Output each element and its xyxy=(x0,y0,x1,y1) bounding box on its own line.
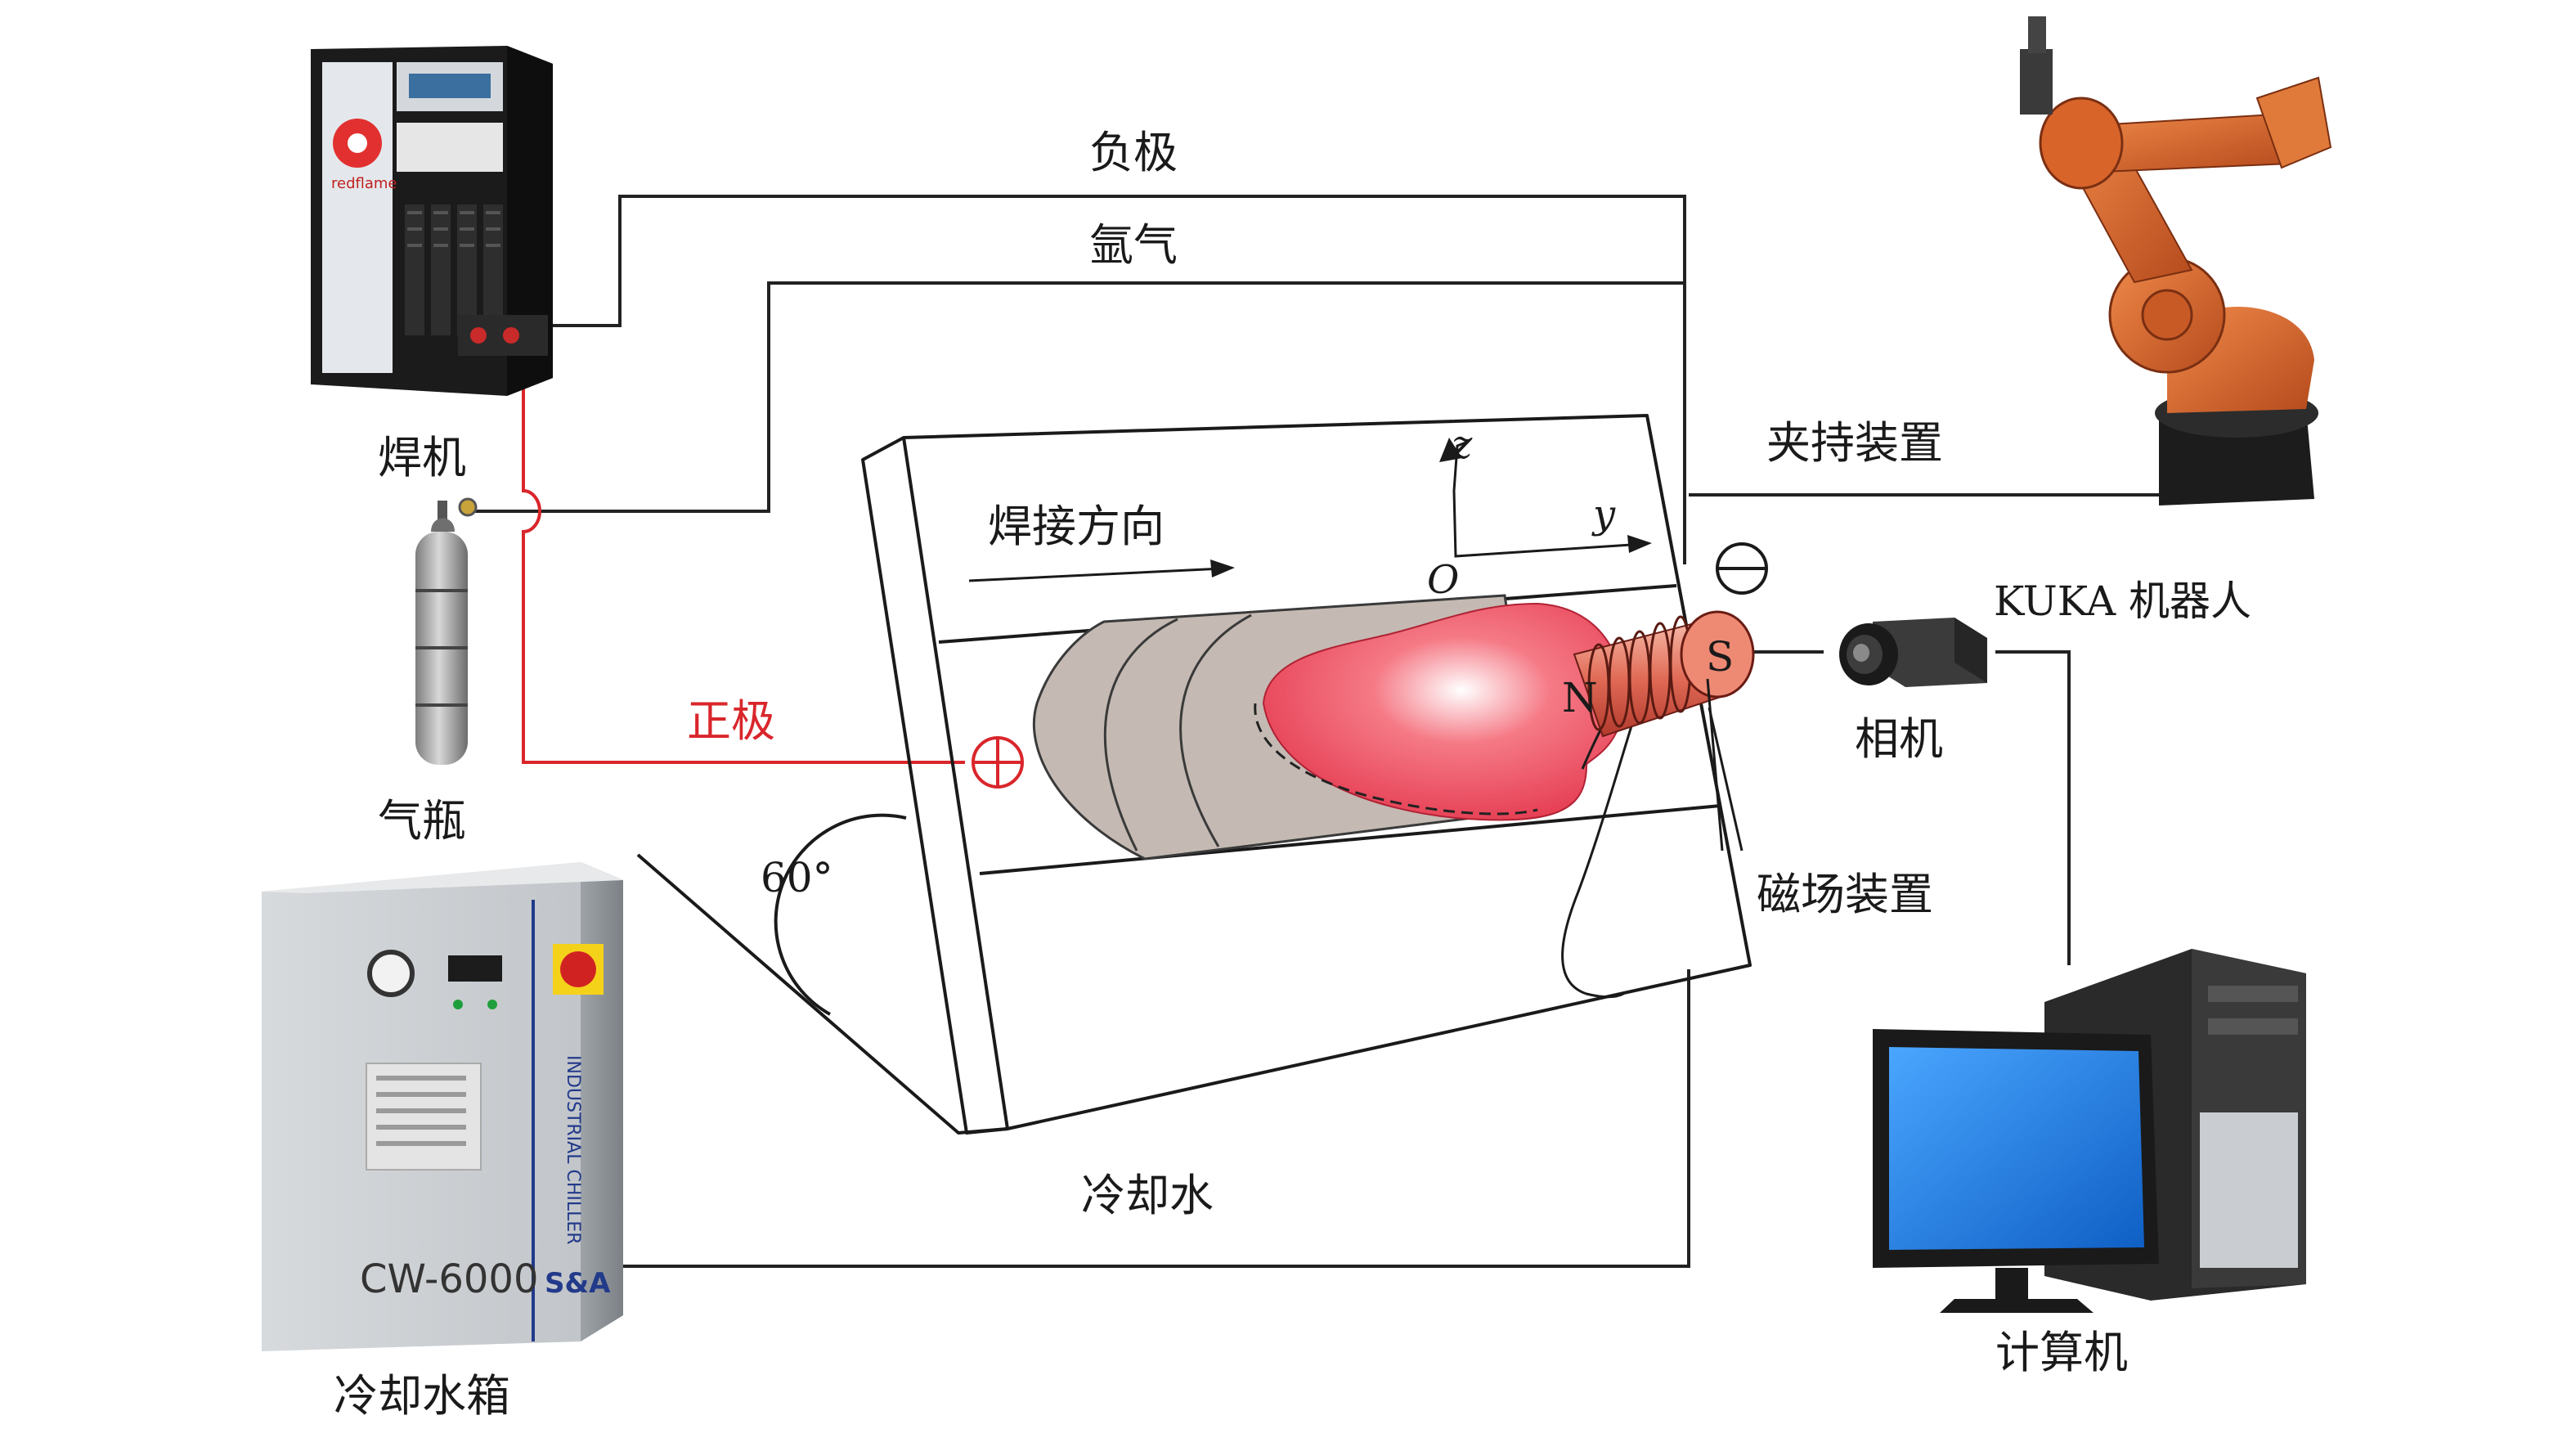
angle-arc xyxy=(774,813,907,1016)
welding-direction-arrow xyxy=(968,567,1223,582)
welder-machine: redflame xyxy=(311,46,553,396)
chiller-unit: CW-6000 INDUSTRIAL CHILLER S&A xyxy=(262,862,623,1351)
chiller-label: 冷却水箱 xyxy=(334,1370,510,1422)
angle-label: 60° xyxy=(761,854,833,901)
positive-wire xyxy=(522,323,965,764)
welder-brand: redflame xyxy=(331,175,397,192)
pole-n-label: N xyxy=(1562,674,1598,721)
robot-label: KUKA 机器人 xyxy=(1994,577,2251,625)
clamp-label: 夹持装置 xyxy=(1766,417,1943,469)
origin-label: O xyxy=(1427,557,1459,603)
connection-wires xyxy=(474,195,2159,1268)
argon-line xyxy=(474,281,1686,513)
kuka-robot xyxy=(2020,16,2332,506)
welding-direction-label: 焊接方向 xyxy=(988,501,1165,552)
chiller-vertical-label: INDUSTRIAL CHILLER xyxy=(563,1055,583,1245)
camera-label: 相机 xyxy=(1855,713,1943,765)
chiller-brand-label: S&A xyxy=(545,1267,611,1300)
negative-wire xyxy=(548,195,1686,564)
camera-cable xyxy=(1995,650,2071,965)
gas-cylinder xyxy=(415,497,478,765)
camera-device xyxy=(1839,618,1987,687)
plate-side-edge xyxy=(902,437,1009,1130)
positive-label: 正极 xyxy=(687,695,775,747)
cooling-water-line xyxy=(622,969,1690,1268)
magnetic-device-label: 磁场装置 xyxy=(1757,869,1933,920)
computer-set xyxy=(1873,949,2306,1313)
gas-cylinder-label: 气瓶 xyxy=(378,795,466,847)
argon-label: 氩气 xyxy=(1089,219,1178,271)
welder-label: 焊机 xyxy=(378,432,466,483)
cooling-water-label: 冷却水 xyxy=(1081,1170,1214,1221)
welding-workpiece: S N xyxy=(636,414,1755,1135)
axis-y-label: y xyxy=(1591,492,1616,537)
pole-s-label: S xyxy=(1706,633,1734,681)
positive-terminal-symbol xyxy=(972,736,1024,789)
axis-z-label: z xyxy=(1451,422,1473,468)
coordinate-axes xyxy=(1439,438,1652,558)
magnetic-coil: S N xyxy=(1562,610,1755,738)
chiller-model-label: CW-6000 xyxy=(360,1256,539,1302)
negative-label: 负极 xyxy=(1089,127,1178,178)
magnet-leader xyxy=(1708,707,1744,852)
negative-terminal-symbol xyxy=(1716,542,1768,595)
groove-lower-edge xyxy=(979,804,1721,875)
computer-label: 计算机 xyxy=(1995,1327,2128,1378)
